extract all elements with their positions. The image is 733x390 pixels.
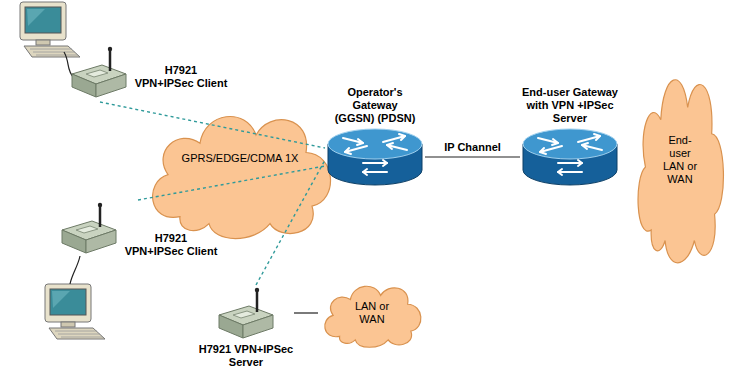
router-icon-part-part (582, 143, 588, 149)
vpn-modem: H7921 VPN+IPSec Client (68, 44, 228, 102)
modem-icon-part (96, 74, 126, 97)
router-icon-part-part (540, 148, 546, 154)
modem-icon-part (72, 74, 96, 97)
router-icon-part-part (552, 139, 558, 145)
computer-part (20, 2, 66, 40)
modem-icon-part (86, 230, 116, 253)
cloud-shape-part (325, 286, 421, 347)
router-icon-part-part (558, 162, 582, 164)
vpn-modem: H7921 VPN+IPSec Server (198, 285, 294, 369)
router-icon-part (328, 129, 422, 159)
device-label: H7921 VPN+IPSec Client (124, 232, 218, 258)
computer-part (52, 291, 70, 308)
gateway-router: End-user Gateway with VPN +IPSec Server (520, 86, 620, 188)
modem-icon-part (62, 230, 86, 253)
modem-icon-part (256, 290, 259, 312)
computer-part (61, 322, 75, 327)
device-label: End-user Gateway with VPN +IPSec Server (522, 86, 619, 125)
computer-part (45, 284, 91, 322)
device-label: H7921 VPN+IPSec Client (134, 64, 228, 90)
wireless-link (100, 102, 325, 148)
modem-icon-part (86, 70, 108, 77)
modem-icon (215, 285, 277, 343)
gateway-router: Operator's Gateway (GGSN) (PDSN) (325, 86, 425, 188)
computer-part (30, 49, 78, 55)
modem-icon-part (219, 315, 243, 338)
ip-channel-line (294, 312, 318, 313)
vpn-modem: H7921 VPN+IPSec Client (58, 200, 218, 258)
cloud-shape-part (153, 117, 331, 239)
computer (20, 2, 80, 57)
device-label: Operator's Gateway (GGSN) (PDSN) (334, 86, 416, 125)
cloud-shape-part (638, 80, 723, 263)
router-icon-part-part (387, 143, 393, 149)
computer-part (24, 46, 80, 57)
router-icon-part-part (578, 160, 582, 166)
computer-part (25, 7, 61, 33)
router-icon (325, 126, 425, 188)
cable (70, 256, 80, 284)
wireless-link (138, 166, 325, 200)
router-icon-part-part (558, 171, 582, 173)
computer-part (27, 9, 45, 26)
computer-part (36, 40, 50, 45)
network-label: LAN or WAN (354, 300, 390, 326)
network-cloud: End-user LAN or WAN (632, 55, 728, 265)
router-icon-part-part (363, 162, 387, 164)
router-icon-part-part (345, 148, 351, 154)
computer-part (55, 331, 103, 337)
router-icon-part-part (594, 134, 600, 140)
modem-icon-part (233, 311, 255, 318)
modem-icon-part (108, 47, 112, 51)
router-icon-part-part (399, 134, 405, 140)
router-icon-part (538, 134, 602, 175)
router-icon-part-part (558, 169, 562, 175)
cloud-shape (140, 100, 340, 240)
modem-icon-part (109, 49, 112, 71)
router-icon (520, 126, 620, 188)
modem-icon-part (243, 315, 273, 338)
modem-icon (58, 200, 120, 258)
network-cloud: GPRS/EDGE/CDMA 1X (140, 100, 340, 240)
edge-label: IP Channel (442, 141, 503, 154)
modem-icon-part (98, 203, 102, 207)
computer-part (49, 328, 105, 339)
wireless-link (256, 160, 325, 285)
network-label: GPRS/EDGE/CDMA 1X (182, 152, 299, 165)
modem-icon-part (99, 205, 102, 227)
router-icon-part (343, 134, 407, 175)
router-icon-part-part (363, 171, 387, 173)
network-cloud: LAN or WAN (318, 278, 426, 348)
router-icon-part-part (357, 139, 363, 145)
modem-icon-part (255, 288, 259, 292)
network-label: End-user LAN or WAN (662, 134, 698, 186)
router-icon-part-part (363, 169, 367, 175)
device-label: H7921 VPN+IPSec Server (198, 343, 294, 369)
router-icon-part (523, 129, 617, 159)
router-icon-part-part (383, 160, 387, 166)
modem-icon (68, 44, 130, 102)
modem-icon-part (76, 226, 98, 233)
computer (45, 284, 105, 339)
computer-part (50, 289, 86, 315)
ip-channel-line (425, 156, 520, 157)
